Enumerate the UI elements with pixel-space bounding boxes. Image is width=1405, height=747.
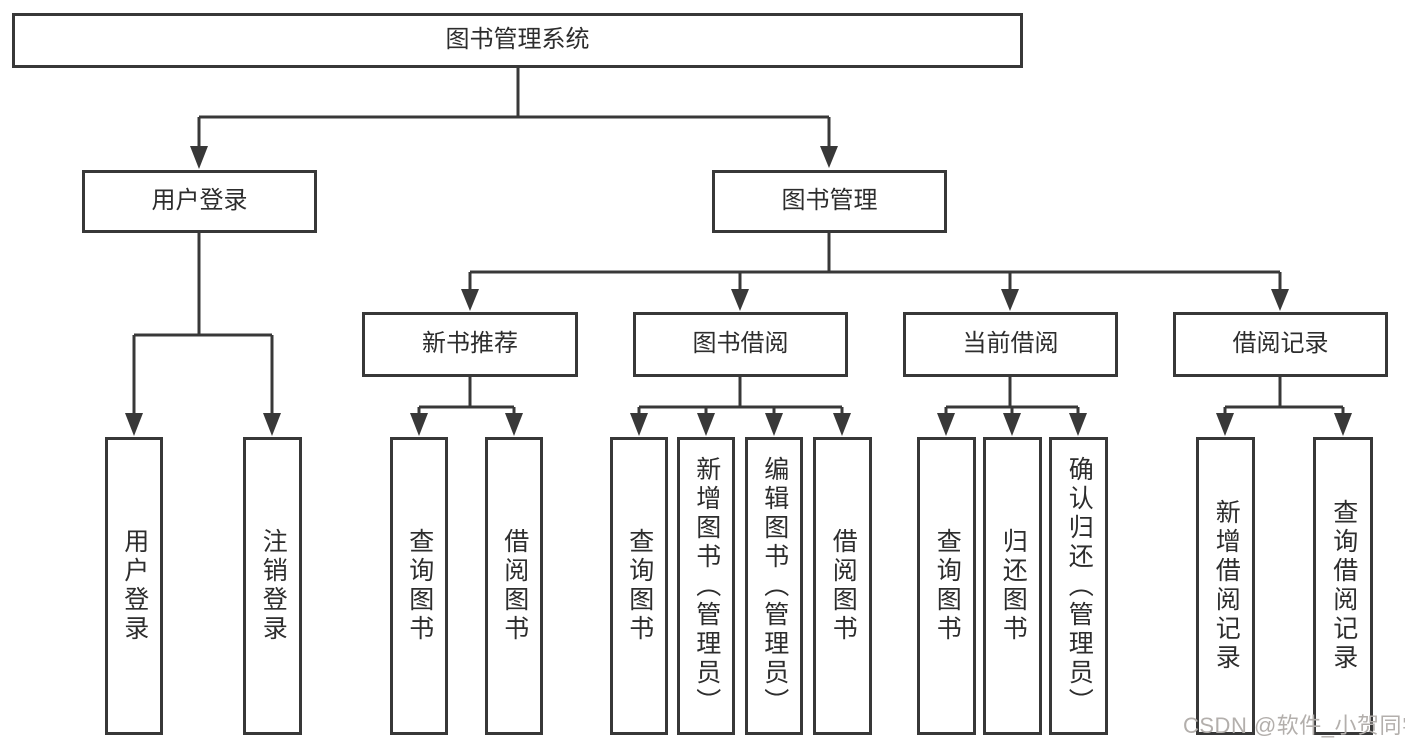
leaf-query-borrow-record: 查询借阅记录 xyxy=(1313,437,1373,735)
leaf-newbook-borrow-books: 借阅图书 xyxy=(485,437,543,735)
node-label: 当前借阅 xyxy=(962,330,1059,358)
leaf-edit-book-admin: 编辑图书（管理员） xyxy=(745,437,803,735)
node-borrowing-records: 借阅记录 xyxy=(1173,312,1388,377)
leaf-label: 新增图书（管理员） xyxy=(692,455,721,717)
leaf-add-book-admin: 新增图书（管理员） xyxy=(677,437,735,735)
leaf-label: 注销登录 xyxy=(259,528,288,644)
leaf-label: 查询图书 xyxy=(405,528,434,644)
node-current-borrowing: 当前借阅 xyxy=(903,312,1118,377)
node-label: 借阅记录 xyxy=(1232,330,1329,358)
node-book-borrowing: 图书借阅 xyxy=(633,312,848,377)
leaf-label: 确认归还（管理员） xyxy=(1065,455,1094,717)
leaf-label: 归还图书 xyxy=(999,528,1028,644)
leaf-confirm-return-admin: 确认归还（管理员） xyxy=(1049,437,1108,735)
leaf-add-borrow-record: 新增借阅记录 xyxy=(1196,437,1255,735)
csdn-watermark: CSDN @软件_小贺同学 xyxy=(1183,713,1405,738)
leaf-borrowing-borrow-books: 借阅图书 xyxy=(813,437,872,735)
tree-connector-path xyxy=(132,67,1345,415)
leaf-label: 借阅图书 xyxy=(500,528,529,644)
node-user-login: 用户登录 xyxy=(82,170,317,233)
leaf-label: 用户登录 xyxy=(120,528,149,644)
leaf-label: 查询图书 xyxy=(933,528,962,644)
node-new-book-recommendation: 新书推荐 xyxy=(362,312,578,377)
arrowheads xyxy=(125,146,1352,436)
leaf-newbook-query-books: 查询图书 xyxy=(390,437,448,735)
leaf-label: 编辑图书（管理员） xyxy=(760,455,789,717)
leaf-label: 查询图书 xyxy=(625,528,654,644)
node-label: 图书借阅 xyxy=(692,330,789,358)
leaf-logout: 注销登录 xyxy=(243,437,302,735)
node-library-management-system: 图书管理系统 xyxy=(12,13,1023,68)
leaf-label: 借阅图书 xyxy=(829,528,858,644)
node-label: 图书管理系统 xyxy=(445,26,590,54)
leaf-label: 新增借阅记录 xyxy=(1212,499,1241,673)
leaf-borrowing-query-books: 查询图书 xyxy=(610,437,668,735)
node-label: 用户登录 xyxy=(151,187,248,215)
node-book-management: 图书管理 xyxy=(712,170,947,233)
leaf-label: 查询借阅记录 xyxy=(1329,499,1358,673)
leaf-return-books: 归还图书 xyxy=(983,437,1042,735)
node-label: 图书管理 xyxy=(781,187,878,215)
node-label: 新书推荐 xyxy=(422,330,518,358)
leaf-user-login: 用户登录 xyxy=(105,437,163,735)
leaf-current-query-books: 查询图书 xyxy=(917,437,976,735)
